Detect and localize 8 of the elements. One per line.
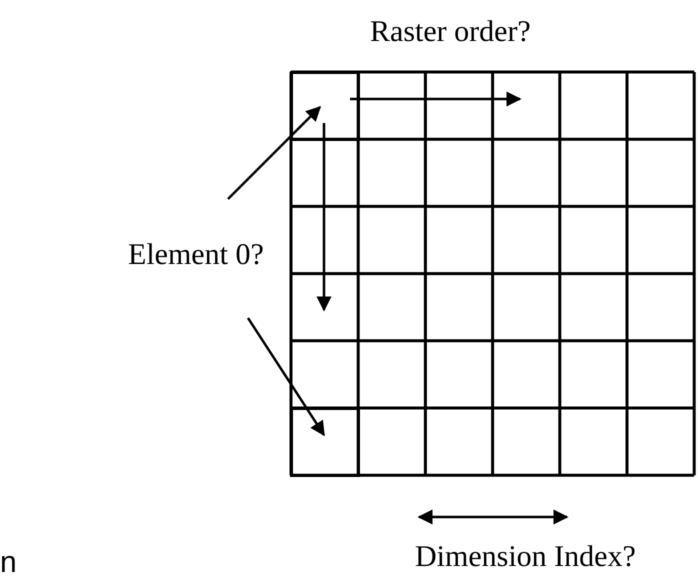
grid-cell xyxy=(290,70,360,141)
question-label: Element 0? xyxy=(128,240,264,270)
caption-text: Dimension Index? xyxy=(415,542,636,572)
grid-cell xyxy=(290,406,360,477)
caption-text: Raster order? xyxy=(370,17,531,47)
caption-text: n xyxy=(0,548,17,578)
arrow xyxy=(246,317,326,436)
arrow xyxy=(227,106,322,200)
